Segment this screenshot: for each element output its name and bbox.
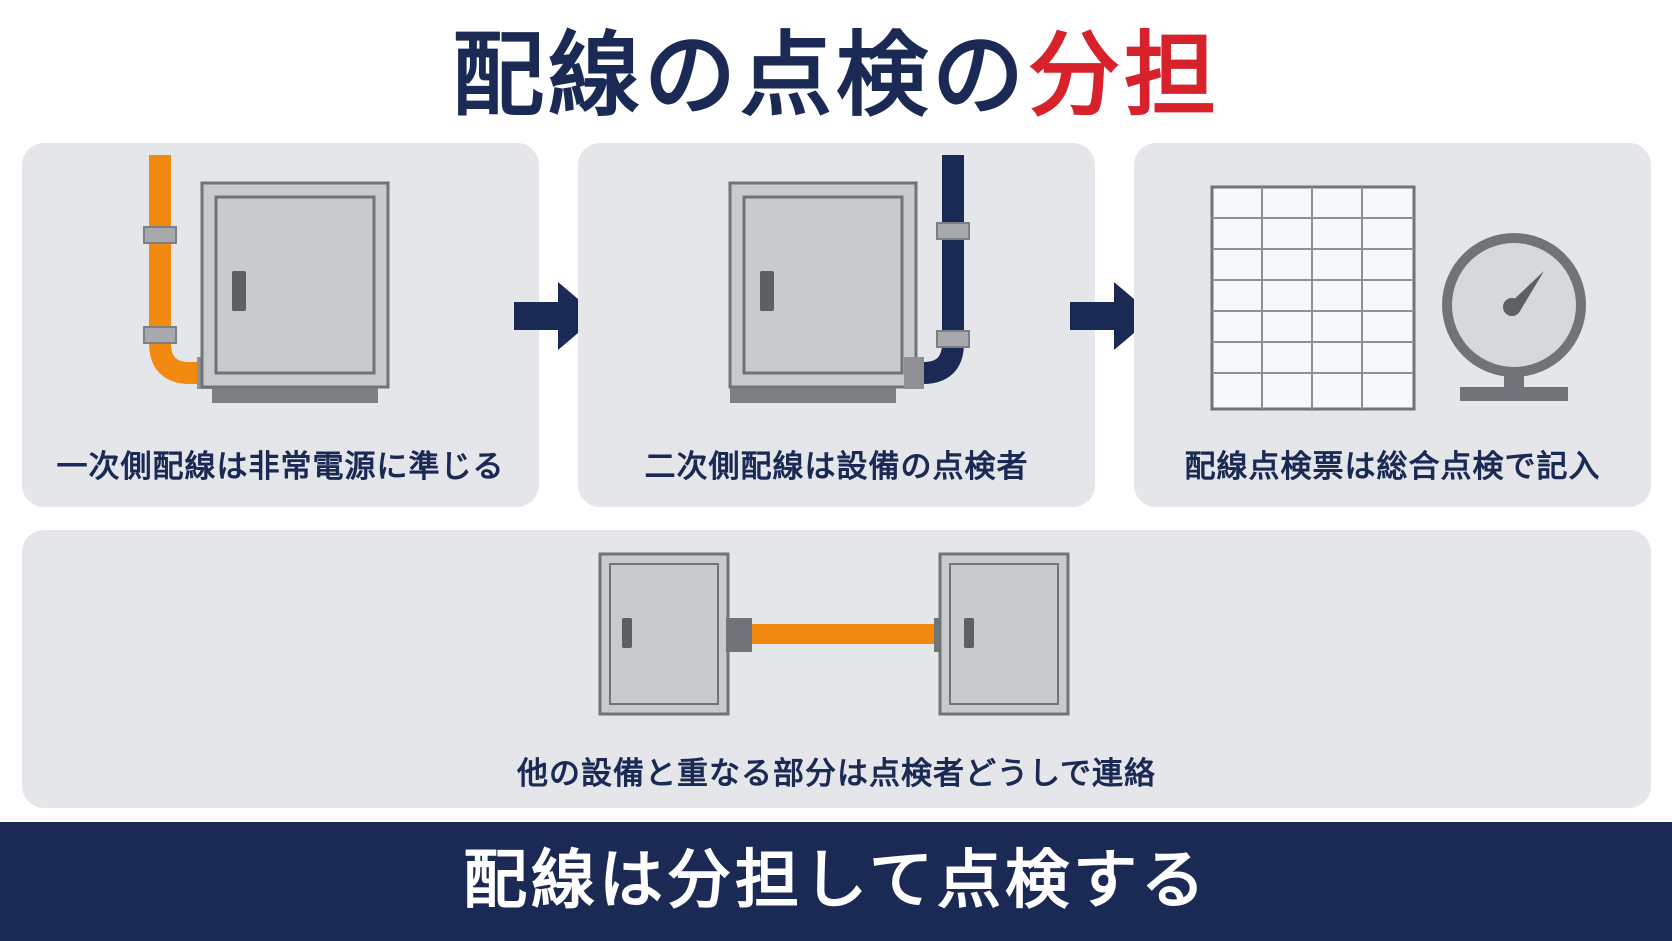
cabinet-orange-pipe-icon [143,155,390,403]
title-accent: 分担 [1028,22,1221,129]
step-caption-primary: 一次側配線は非常電源に準じる [56,449,505,485]
step-panel-record: 配線点検票は総合点検で記入 [1134,143,1651,507]
overlap-caption: 他の設備と重なる部分は点検者どうしで連絡 [516,756,1157,792]
step-panel-secondary: 二次側配線は設備の点検者 [578,143,1095,507]
two-cabinets-connected-icon [598,552,1070,716]
arrow-right-icon [514,282,598,350]
title-main: 配線の点検の [451,22,1028,129]
checklist-gauge-icon [1210,185,1586,411]
overlap-panel: 他の設備と重なる部分は点検者どうしで連絡 [22,530,1651,808]
footer-banner: 配線は分担して点検する [0,822,1672,941]
step-caption-secondary: 二次側配線は設備の点検者 [644,449,1029,485]
step-caption-record: 配線点検票は総合点検で記入 [1184,449,1601,485]
page-title: 配線の点検の分担 [0,16,1672,136]
arrow-right-icon [1070,282,1154,350]
cabinet-navy-pipe-icon [728,155,970,403]
step-panel-primary: 一次側配線は非常電源に準じる [22,143,539,507]
